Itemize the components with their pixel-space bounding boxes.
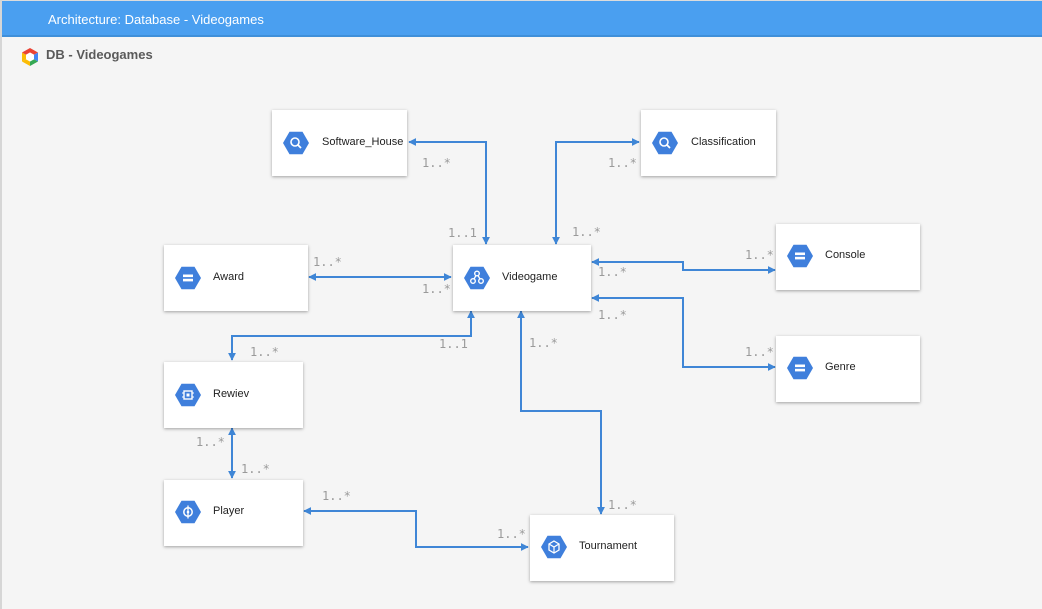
multiplicity-label: 1..*	[745, 248, 774, 262]
edge-console-videogame	[591, 258, 776, 274]
node-review[interactable]: Rewiev	[164, 362, 303, 428]
chip-hexagon-icon	[175, 383, 201, 407]
multiplicity-label: 1..*	[745, 345, 774, 359]
gear-hexagon-icon	[175, 500, 201, 524]
multiplicity-label: 1..1	[439, 337, 468, 351]
node-label: Console	[825, 249, 866, 261]
node-label: Tournament	[579, 540, 638, 552]
multiplicity-label: 1..1	[448, 226, 477, 240]
node-label: Software_House	[322, 136, 404, 148]
node-label: Player	[213, 505, 245, 517]
multiplicity-label: 1..*	[608, 156, 637, 170]
node-label: Videogame	[502, 271, 558, 283]
edge-software-house-videogame	[408, 138, 490, 245]
edge-tournament-videogame	[517, 310, 605, 515]
title-bar: Architecture: Database - Videogames	[2, 1, 1042, 37]
window-top-edge	[0, 0, 1042, 1]
node-label: Award	[213, 271, 244, 283]
window-title: Architecture: Database - Videogames	[48, 12, 264, 27]
edge-player-tournament	[303, 507, 529, 551]
node-classification[interactable]: Classification	[641, 110, 776, 176]
edge-review-videogame	[228, 310, 475, 361]
node-console[interactable]: Console	[776, 224, 920, 290]
storage-hexagon-icon	[787, 356, 813, 380]
multiplicity-label: 1..*	[313, 255, 342, 269]
edge-classification-videogame	[552, 138, 640, 245]
multiplicity-label: 1..*	[598, 308, 627, 322]
multiplicity-label: 1..*	[250, 345, 279, 359]
node-tournament[interactable]: Tournament	[530, 515, 674, 581]
network-hexagon-icon	[464, 266, 490, 290]
multiplicity-label: 1..*	[608, 498, 637, 512]
node-award[interactable]: Award	[164, 245, 308, 311]
cube-hexagon-icon	[541, 535, 567, 559]
multiplicity-label: 1..*	[196, 435, 225, 449]
node-label: Genre	[825, 361, 856, 373]
multiplicity-label: 1..*	[422, 156, 451, 170]
multiplicity-label: 1..*	[497, 527, 526, 541]
node-player[interactable]: Player	[164, 480, 303, 546]
search-hexagon-icon	[652, 131, 678, 155]
node-label: Rewiev	[213, 388, 250, 400]
multiplicity-label: 1..*	[529, 336, 558, 350]
multiplicity-label: 1..*	[241, 462, 270, 476]
node-genre[interactable]: Genre	[776, 336, 920, 402]
google-cloud-logo-icon	[22, 48, 38, 66]
search-hexagon-icon	[283, 131, 309, 155]
multiplicity-label: 1..*	[572, 225, 601, 239]
storage-hexagon-icon	[787, 244, 813, 268]
window-left-edge	[0, 0, 2, 609]
edge-genre-videogame	[591, 294, 776, 371]
multiplicity-label: 1..*	[598, 265, 627, 279]
node-software-house[interactable]: Software_House	[272, 110, 407, 176]
multiplicity-label: 1..*	[422, 282, 451, 296]
multiplicity-label: 1..*	[322, 489, 351, 503]
node-videogame[interactable]: Videogame	[453, 245, 591, 311]
node-label: Classification	[691, 136, 756, 148]
project-name: DB - Videogames	[46, 47, 153, 62]
storage-hexagon-icon	[175, 266, 201, 290]
